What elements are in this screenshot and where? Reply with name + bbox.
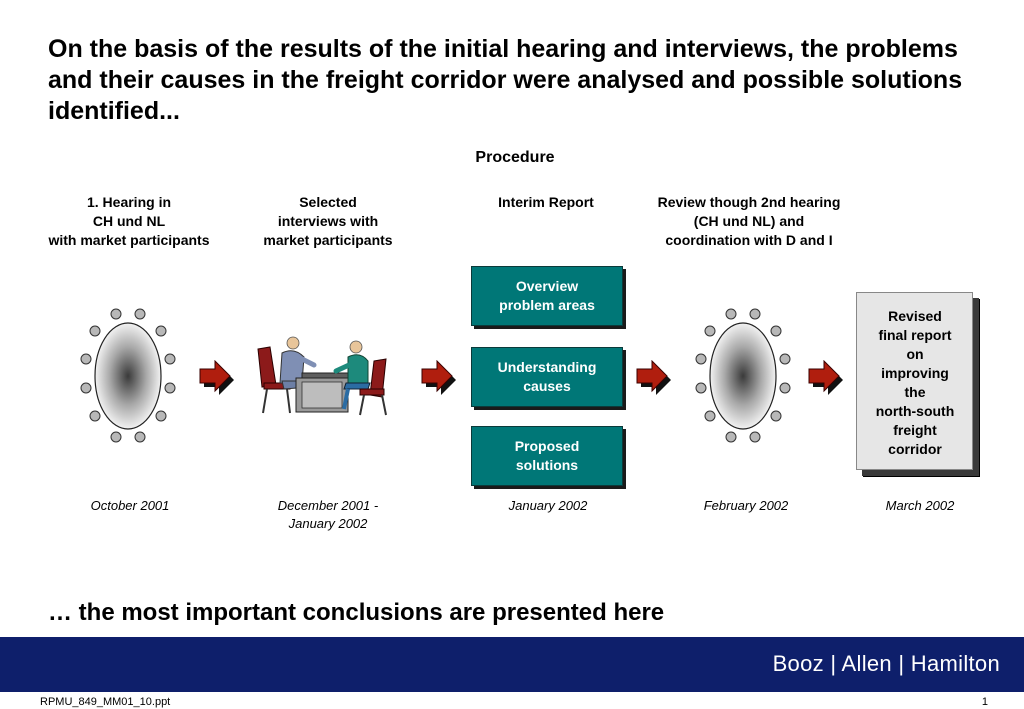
box-line: Overview xyxy=(515,278,579,294)
box-line: Understanding xyxy=(497,359,597,375)
date-line: January 2002 xyxy=(288,516,368,531)
report-line: on xyxy=(906,346,924,362)
step-2-label: Selected interviews with market particip… xyxy=(238,193,418,250)
step-2-label-line: market participants xyxy=(263,232,393,248)
slide-title: On the basis of the results of the initi… xyxy=(48,35,963,125)
step-2-date: December 2001 - January 2002 xyxy=(248,497,408,533)
report-line: final report xyxy=(878,327,952,343)
step-4-label-line: (CH und NL) and xyxy=(693,213,805,229)
report-line: Revised xyxy=(888,308,942,324)
process-arrow-icon xyxy=(636,360,671,395)
step-1-date: October 2001 xyxy=(60,497,200,515)
report-line: improving xyxy=(881,365,949,381)
overview-problem-areas-box: Overview problem areas xyxy=(471,266,623,326)
interview-people-icon xyxy=(257,336,387,416)
brand-logo: Booz | Allen | Hamilton xyxy=(772,651,1000,676)
date-line: October 2001 xyxy=(90,498,170,513)
understanding-causes-box: Understanding causes xyxy=(471,347,623,407)
process-arrow-icon xyxy=(421,360,456,395)
proposed-solutions-box: Proposed solutions xyxy=(471,426,623,486)
box-line: problem areas xyxy=(499,297,595,313)
step-5-date: March 2002 xyxy=(850,497,990,515)
report-line: corridor xyxy=(888,441,942,457)
step-3-label-line: Interim Report xyxy=(498,194,594,210)
box-line: solutions xyxy=(515,457,579,473)
conclusion-text: … the most important conclusions are pre… xyxy=(48,599,665,626)
procedure-label: Procedure xyxy=(475,149,555,166)
box-line: causes xyxy=(523,378,571,394)
step-1-label-line: with market participants xyxy=(48,232,210,248)
step-1-label-line: 1. Hearing in xyxy=(86,194,172,210)
date-line: December 2001 - xyxy=(277,498,379,513)
meeting-table-icon xyxy=(695,308,791,443)
process-arrow-icon xyxy=(808,360,843,395)
step-1-label: 1. Hearing in CH und NL with market part… xyxy=(29,193,229,250)
step-4-date: February 2002 xyxy=(676,497,816,515)
final-report-box xyxy=(856,292,973,470)
footer-band xyxy=(0,637,1024,692)
report-line: the xyxy=(904,384,926,400)
report-line: freight xyxy=(893,422,937,438)
footer-filename: RPMU_849_MM01_10.ppt xyxy=(40,696,171,708)
date-line: February 2002 xyxy=(703,498,789,513)
step-1-label-line: CH und NL xyxy=(92,213,166,229)
process-arrow-icon xyxy=(199,360,234,395)
date-line: March 2002 xyxy=(885,498,955,513)
report-line: north-south xyxy=(875,403,955,419)
step-3-date: January 2002 xyxy=(478,497,618,515)
step-2-label-line: Selected xyxy=(299,194,357,210)
step-4-label-line: coordination with D and I xyxy=(665,232,833,248)
meeting-table-icon xyxy=(80,308,176,443)
step-4-label: Review though 2nd hearing (CH und NL) an… xyxy=(640,193,858,250)
page-number: 1 xyxy=(981,696,988,708)
step-2-label-line: interviews with xyxy=(277,213,379,229)
step-4-label-line: Review though 2nd hearing xyxy=(657,194,841,210)
step-3-label: Interim Report xyxy=(476,193,616,212)
box-line: Proposed xyxy=(514,438,580,454)
date-line: January 2002 xyxy=(508,498,588,513)
final-report-text: Revised final report on improving the no… xyxy=(860,307,970,459)
